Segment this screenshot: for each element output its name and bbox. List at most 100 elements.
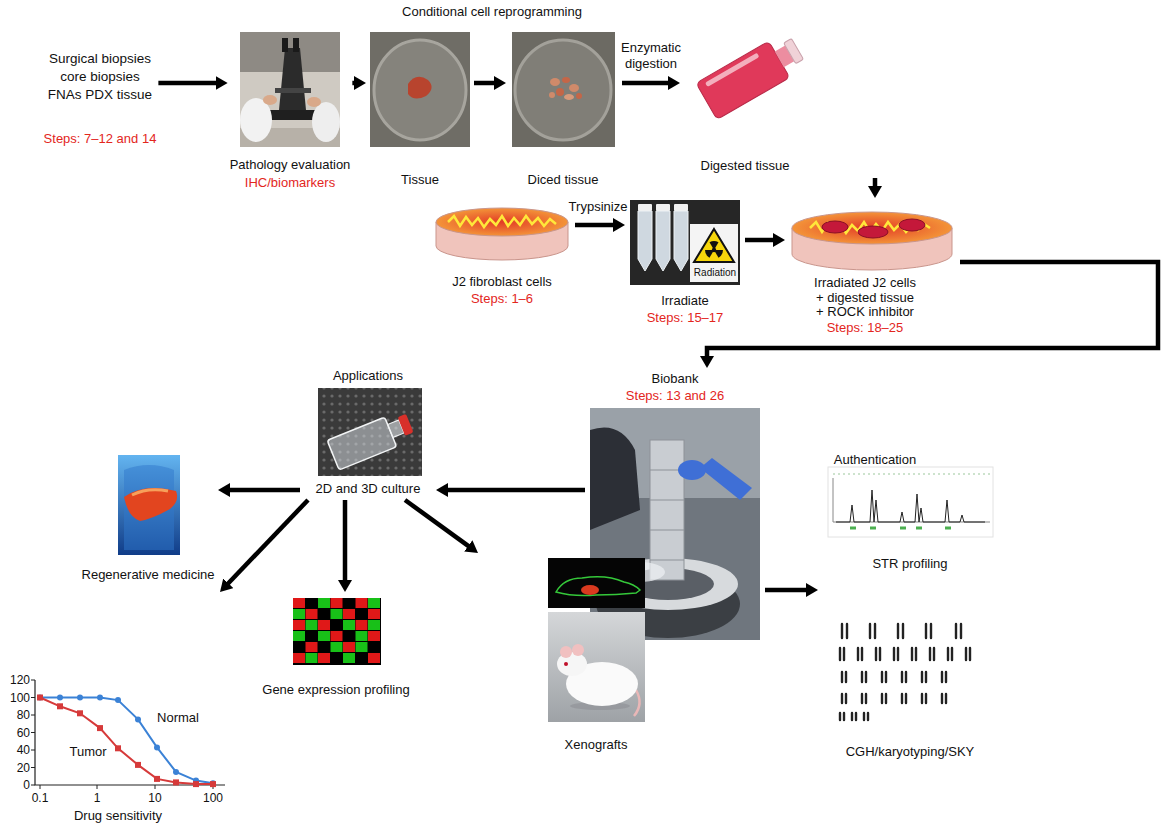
xenograft-images <box>556 577 640 596</box>
biobank-photo <box>650 470 684 560</box>
flow-arrow <box>343 500 348 582</box>
flow-arrow <box>765 588 808 593</box>
karyotype-figure <box>840 624 970 720</box>
culture-flask <box>327 409 416 470</box>
irradiation-photo <box>630 200 740 285</box>
microscope-photo <box>293 38 299 52</box>
caption-text: Irradiate <box>661 293 709 308</box>
coculture-dish <box>858 226 888 238</box>
microscope-photo <box>263 95 277 105</box>
coculture-dish <box>792 212 952 270</box>
tick-label: 100 <box>203 791 223 805</box>
str-profile <box>828 467 993 537</box>
digestion-flask <box>696 31 808 120</box>
drug-sensitivity-plot <box>193 781 199 787</box>
liver-figure <box>118 455 180 555</box>
drug-sensitivity-plot <box>154 776 160 782</box>
xenograft-panel: Xenografts <box>462 553 652 756</box>
applications-panel: Applications2D and 3D culture <box>300 366 436 500</box>
edge-label: Trypsinize <box>569 199 628 214</box>
step-note: Steps: 7–12 and 14 <box>44 131 157 146</box>
coculture-dish <box>899 219 925 231</box>
series-label: Normal <box>157 710 199 725</box>
drug-sensitivity-plot <box>135 716 141 722</box>
liver-figure <box>124 488 177 521</box>
flow-arrow <box>622 81 670 86</box>
tissue-photo <box>374 40 466 140</box>
tick-label: 10 <box>148 791 161 805</box>
drug-sensitivity-plot <box>97 695 103 701</box>
xenograft-images <box>581 585 599 595</box>
culture-flask <box>318 388 422 476</box>
culture-flask <box>398 414 414 436</box>
irradiation-photo <box>710 241 719 250</box>
irradiation-photo <box>690 224 738 282</box>
regenerative-panel: Regenerative medicine <box>78 450 218 585</box>
caption-text: Xenografts <box>565 737 628 752</box>
diced-tissue-photo <box>515 40 611 140</box>
drug-sensitivity-plot <box>31 680 213 789</box>
irradiation-photo <box>694 229 734 262</box>
drug-sensitivity-plot <box>115 697 121 703</box>
tissue-photo <box>370 32 470 147</box>
tick-label: 60 <box>17 726 30 740</box>
drug-sensitivity-plot <box>31 680 225 789</box>
flow-arrow <box>352 81 356 86</box>
culture-flask <box>318 388 422 476</box>
digestion-flask <box>784 38 804 63</box>
fibroblast-panel: J2 fibroblast cellsSteps: 1–6 <box>430 200 575 312</box>
flow-arrow <box>474 81 496 86</box>
drug-sensitivity-plot <box>37 695 43 701</box>
fibroblast-dish <box>448 216 556 227</box>
flow-arrow <box>575 223 615 228</box>
caption-text: Tissue <box>401 172 439 187</box>
drug-sensitivity-plot <box>173 779 179 785</box>
step-note: IHC/biomarkers <box>245 175 335 190</box>
microscope-photo <box>240 98 272 142</box>
flow-arrow <box>227 500 308 585</box>
flow-arrow <box>745 238 775 243</box>
diced-tissue-photo <box>564 94 574 100</box>
tick-label: 100 <box>10 691 30 705</box>
drug-sensitivity-plot <box>40 698 213 784</box>
biobank-photo <box>700 458 752 500</box>
digestion-flask <box>696 31 808 120</box>
microscope-photo <box>307 97 321 107</box>
caption-text: Applications <box>333 368 403 383</box>
flow-arrow <box>446 488 585 493</box>
culture-flask <box>318 388 422 476</box>
diced-tissue-photo <box>512 32 615 147</box>
flow-arrow <box>405 500 470 547</box>
step-note: Steps: 18–25 <box>827 320 904 335</box>
drug-sensitivity-plot <box>35 680 225 785</box>
xenograft-images <box>634 690 640 716</box>
drug-sensitivity-plot <box>40 698 213 785</box>
drug-sensitivity-plot <box>115 745 121 751</box>
heatmap-figure <box>293 598 380 663</box>
str-profile <box>828 467 993 537</box>
diced-tissue-photo <box>512 32 615 147</box>
tissue-panel: Tissue <box>366 28 474 189</box>
diced-tissue-photo <box>549 92 555 98</box>
str-profile <box>836 490 985 522</box>
digestion-flask <box>705 53 759 87</box>
tick-label: 20 <box>17 761 30 775</box>
irradiation-photo <box>638 204 652 211</box>
tick-label: 80 <box>17 708 30 722</box>
sign-label: Radiation <box>694 266 736 279</box>
microscope-photo <box>312 102 340 142</box>
caption-text: STR profiling <box>872 556 947 571</box>
diced-tissue-photo <box>556 88 564 96</box>
caption-text: Irradiated J2 cells + digested tissue + … <box>813 276 918 320</box>
microscope-photo <box>240 32 340 147</box>
karyotype-figure <box>840 624 970 720</box>
xenograft-images <box>564 662 568 666</box>
drug-sensitivity-plot <box>57 703 63 709</box>
liver-figure <box>118 455 180 555</box>
caption-text: Diced tissue <box>528 172 599 187</box>
str-profile <box>833 474 990 475</box>
drug-sensitivity-plot <box>57 695 63 701</box>
caption-text: Pathology evaluation <box>230 157 351 172</box>
irradiation-photo <box>630 200 740 285</box>
irradiation-photo <box>638 211 652 271</box>
